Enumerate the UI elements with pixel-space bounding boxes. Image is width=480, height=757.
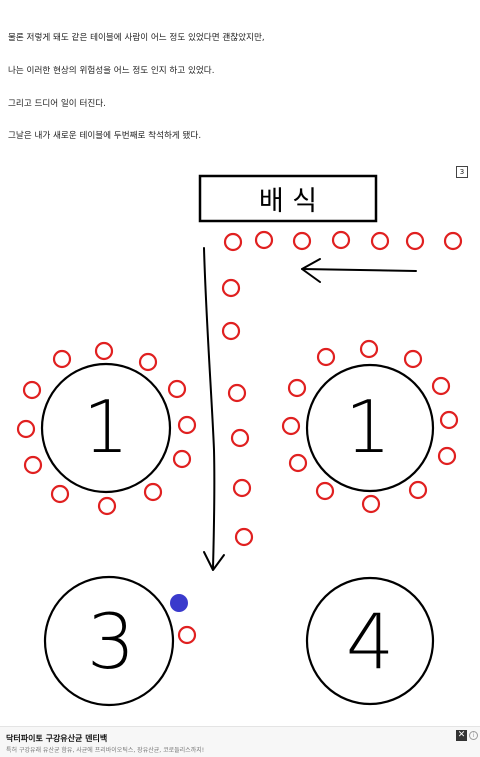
- seat-circle: [316, 347, 336, 367]
- table-number: 1: [83, 385, 129, 469]
- seat-circle: [143, 482, 163, 502]
- post-text-line: 그리고 드디어 일이 터진다.: [8, 99, 106, 109]
- seat-circle: [94, 341, 114, 361]
- seat-circle: [97, 496, 117, 516]
- seat-circle: [359, 339, 379, 359]
- seat-circle: [232, 478, 252, 498]
- table-number: 3: [87, 597, 135, 686]
- seat-circle: [230, 428, 250, 448]
- seat-circle: [50, 484, 70, 504]
- walking-path-arrow-down: [203, 247, 225, 571]
- queue-direction-arrow-left: [301, 258, 417, 283]
- ad-title[interactable]: 닥터파이토 구강유산균 덴티백: [6, 734, 108, 743]
- seat-circle: [221, 321, 241, 341]
- seat-circle: [437, 446, 457, 466]
- seat-circle: [405, 231, 425, 251]
- table-number: 4: [346, 597, 394, 686]
- post-text-line: 물론 저렇게 돼도 같은 테이블에 사람이 어느 정도 있었다면 괜찮았지만,: [8, 33, 265, 43]
- table-4: 4: [305, 576, 435, 706]
- serving-counter: [198, 174, 378, 223]
- table-3: 3: [43, 575, 175, 707]
- seat-circle: [221, 278, 241, 298]
- seat-circle: [22, 380, 42, 400]
- seat-circle: [403, 349, 423, 369]
- seat-circle: [431, 376, 451, 396]
- close-icon[interactable]: ✕: [456, 730, 467, 741]
- seat-circle: [177, 415, 197, 435]
- seat-circle: [177, 625, 197, 645]
- seat-circle: [138, 352, 158, 372]
- seat-circle: [234, 527, 254, 547]
- seat-circle: [167, 379, 187, 399]
- image-page-badge: 3: [456, 166, 468, 178]
- table-number: 1: [345, 385, 391, 469]
- seat-circle: [172, 449, 192, 469]
- ad-banner[interactable]: 닥터파이토 구강유산균 덴티백 특허 구강유래 유산균 함유, 사균에 프리바이…: [0, 726, 480, 757]
- table-1-left: 1: [40, 362, 172, 494]
- seat-circle: [281, 416, 301, 436]
- seat-circle: [288, 453, 308, 473]
- seat-circle: [408, 480, 428, 500]
- seat-circle: [331, 230, 351, 250]
- seat-circle: [223, 232, 243, 252]
- seats-layer: [16, 230, 463, 645]
- info-icon[interactable]: i: [469, 731, 478, 740]
- ad-description[interactable]: 특허 구강유래 유산균 함유, 사균에 프리바이오틱스, 장유산균, 코로들리스…: [6, 747, 205, 754]
- serving-counter-label: 배 식: [259, 186, 317, 217]
- seat-circle: [370, 231, 390, 251]
- seat-circle: [292, 231, 312, 251]
- post-text-line: 나는 이러한 현상의 위험성을 어느 정도 인지 하고 있었다.: [8, 66, 215, 76]
- post-text-line: 그날은 내가 새로운 테이블에 두번째로 착석하게 됐다.: [8, 131, 202, 141]
- seat-circle: [52, 349, 72, 369]
- table-1-right: 1: [305, 363, 435, 493]
- seat-circle: [287, 378, 307, 398]
- seat-circle: [23, 455, 43, 475]
- seat-circle: [315, 481, 335, 501]
- my-seat-marker: [170, 594, 188, 612]
- seat-circle: [443, 231, 463, 251]
- seat-circle: [227, 383, 247, 403]
- seat-circle: [254, 230, 274, 250]
- seat-circle: [16, 419, 36, 439]
- seat-circle: [439, 410, 459, 430]
- seat-circle: [361, 494, 381, 514]
